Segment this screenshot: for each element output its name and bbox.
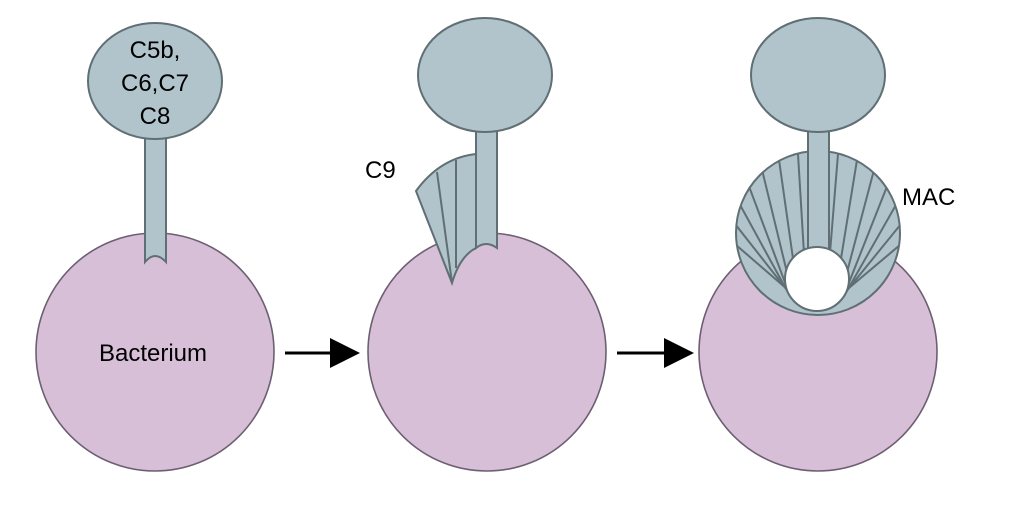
mac-segment-line bbox=[829, 153, 840, 250]
bacterium-2 bbox=[367, 232, 607, 472]
mac-segment-line bbox=[843, 205, 897, 297]
c9-label: C9 bbox=[365, 157, 396, 184]
head-3 bbox=[750, 17, 886, 133]
mac-segment-line bbox=[761, 172, 788, 271]
c9-line bbox=[436, 171, 453, 284]
stem-1 bbox=[144, 129, 167, 265]
mac-segment-line bbox=[739, 205, 791, 297]
head-2 bbox=[417, 17, 553, 133]
complex-label-line-3: C8 bbox=[140, 103, 171, 130]
mac-segment-line bbox=[840, 160, 858, 259]
mac-segment-line bbox=[847, 187, 888, 284]
complex-label-line-1: C5b, bbox=[130, 37, 181, 64]
complex-label-line-2: C6,C7 bbox=[121, 70, 189, 97]
stem-3 bbox=[807, 129, 830, 251]
mac-segment-line bbox=[778, 160, 794, 259]
stem-2 bbox=[475, 129, 498, 251]
stage-2: C9 bbox=[365, 17, 607, 472]
stage-3: MAC bbox=[698, 17, 955, 472]
mac-segment-line bbox=[846, 172, 875, 271]
mac-label: MAC bbox=[902, 184, 955, 211]
mac-segment-line bbox=[748, 187, 787, 284]
mac-segment-line bbox=[796, 153, 805, 250]
c5b-c8-complex bbox=[87, 22, 223, 140]
stage-1: C5b, C6,C7 C8 Bacterium bbox=[35, 22, 275, 472]
mac-pore bbox=[784, 246, 850, 312]
bacterium-label: Bacterium bbox=[99, 340, 207, 367]
